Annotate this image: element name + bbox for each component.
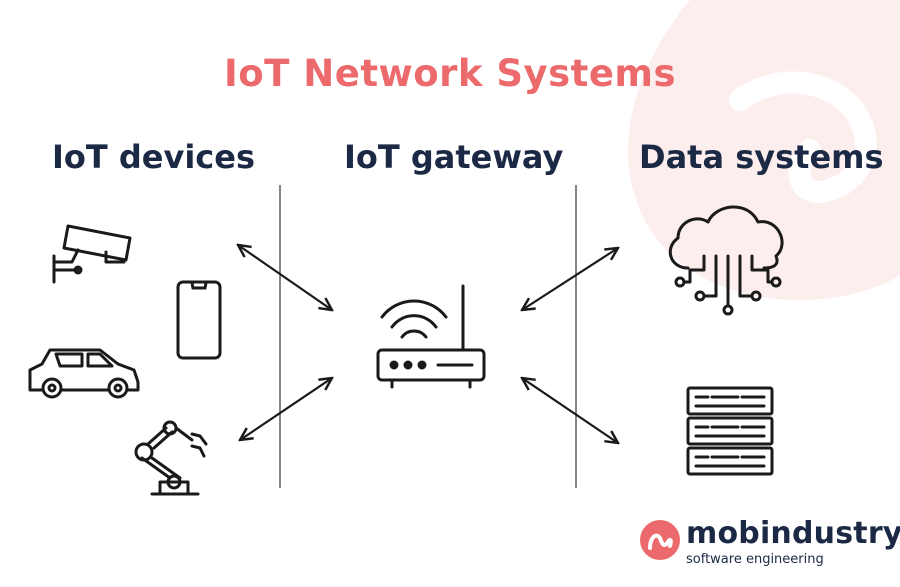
arrow-gateway-cloud bbox=[522, 248, 618, 310]
data-systems-heading: Data systems bbox=[639, 138, 884, 176]
cloud-icon bbox=[668, 205, 784, 316]
iot-gateway-heading: IoT gateway bbox=[344, 138, 564, 176]
connection-arrows bbox=[238, 245, 618, 443]
robot-arm-icon bbox=[134, 420, 208, 496]
brand-logo: mobindustry software engineering bbox=[638, 516, 900, 572]
server-rack-icon bbox=[686, 386, 774, 476]
car-icon bbox=[28, 348, 140, 399]
mobindustry-logo-icon bbox=[640, 520, 680, 560]
iot-devices-heading: IoT devices bbox=[52, 138, 256, 176]
diagram-title: IoT Network Systems bbox=[223, 52, 677, 95]
brand-name: mobindustry bbox=[686, 516, 900, 551]
wifi-router-icon bbox=[376, 284, 486, 389]
brand-tagline: software engineering bbox=[686, 552, 824, 567]
security-camera-icon bbox=[52, 224, 132, 284]
arrow-devices-gateway-bottom bbox=[240, 378, 332, 440]
arrow-gateway-server bbox=[522, 378, 618, 443]
arrow-devices-gateway-top bbox=[238, 245, 332, 310]
smartphone-icon bbox=[176, 280, 222, 360]
